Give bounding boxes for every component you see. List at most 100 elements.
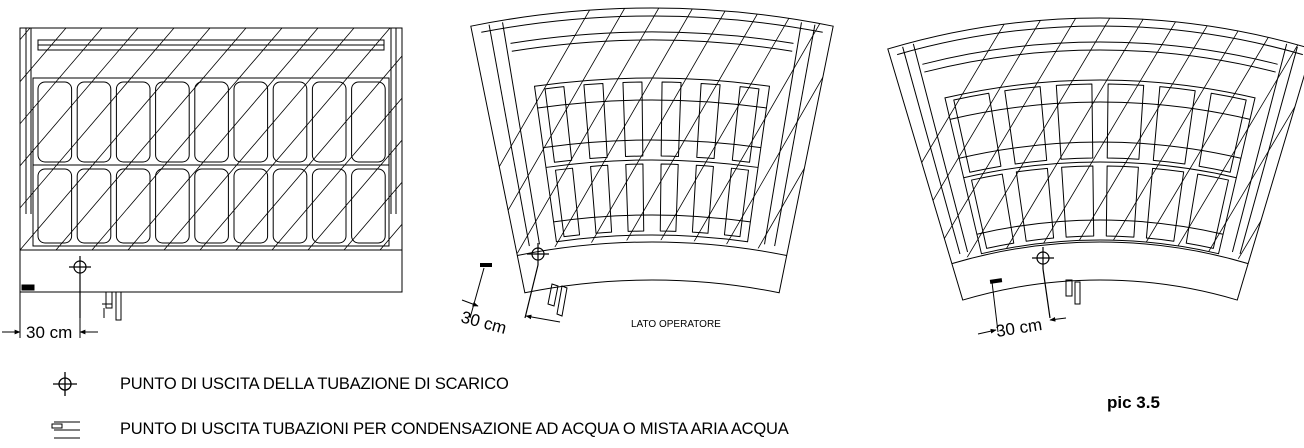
hatch-line	[1031, 17, 1213, 262]
hatch-line	[163, 28, 355, 250]
pan	[76, 81, 112, 163]
hatch-line	[1099, 17, 1281, 262]
pan	[272, 81, 308, 163]
dimension-line-3	[977, 281, 1067, 335]
pipe-legend-icon	[51, 421, 80, 439]
dimension-label-1: 30 cm	[26, 323, 72, 342]
pan	[115, 81, 151, 163]
rib	[976, 219, 1224, 235]
hatch-line	[1065, 17, 1247, 262]
hatch-line	[648, 8, 830, 254]
pan	[971, 173, 1015, 249]
pan	[194, 81, 229, 163]
pan	[731, 86, 760, 163]
pan	[659, 163, 679, 232]
hatch-line	[470, 8, 626, 254]
shelf-edge	[510, 31, 794, 44]
hatch-line	[478, 8, 660, 254]
pan	[1015, 167, 1055, 242]
shelf-edge	[924, 49, 1276, 73]
hatch-line	[199, 28, 391, 250]
pan	[1198, 92, 1247, 173]
glass-hatch-curved-medium	[470, 8, 1101, 320]
side-post	[764, 22, 802, 245]
front-edge	[951, 241, 1249, 265]
pan	[583, 82, 608, 160]
water-pipes-3	[1065, 279, 1081, 305]
pan-divider	[963, 161, 1237, 179]
pan	[590, 164, 613, 234]
hatch-line	[91, 28, 283, 250]
shelf-edge	[511, 39, 793, 52]
pan	[272, 168, 308, 244]
hatch-line	[895, 17, 1077, 262]
pan	[115, 168, 151, 244]
side-post	[912, 43, 969, 253]
drain-legend-icon	[53, 372, 77, 396]
pan	[1055, 83, 1094, 160]
glass-hatch-straight	[20, 28, 402, 250]
hatch-line	[887, 17, 1009, 262]
pan	[233, 168, 269, 244]
pan	[1004, 86, 1048, 165]
hatch-line	[127, 28, 319, 250]
cabinet-curved-medium	[470, 7, 834, 294]
hatch-line	[20, 28, 175, 209]
hatch-line	[963, 17, 1145, 262]
dimension-line-2	[461, 267, 561, 323]
rib	[958, 141, 1242, 159]
pan	[696, 82, 721, 160]
drain-symbol-2	[524, 243, 549, 319]
water-pipes-2	[547, 283, 568, 317]
hatch-line	[1167, 17, 1304, 262]
pan	[233, 81, 269, 163]
pan	[311, 81, 347, 163]
hatch-line	[235, 55, 402, 250]
drain-symbol-3	[1032, 247, 1054, 319]
legend-drain-text: PUNTO DI USCITA DELLA TUBAZIONE DI SCARI…	[120, 375, 509, 393]
cabinet-outline	[470, 7, 834, 294]
pan	[311, 168, 347, 244]
hatch-line	[887, 17, 1043, 262]
hatch-line	[20, 28, 139, 167]
front-edge	[517, 241, 787, 257]
side-post	[774, 24, 816, 247]
water-pipes-1	[102, 291, 122, 321]
side-post	[1231, 43, 1288, 253]
pan	[76, 168, 112, 244]
hatch-line	[921, 8, 1101, 320]
dimension-label-3: 30 cm	[995, 315, 1044, 341]
hatch-line	[997, 17, 1179, 262]
hatch-line	[55, 28, 247, 250]
pan	[622, 81, 644, 157]
hatch-line	[20, 28, 67, 83]
hatch-line	[929, 17, 1111, 262]
drain-symbol-1	[69, 256, 91, 318]
hatch-line	[1133, 17, 1304, 262]
hatch-line	[20, 28, 211, 250]
pan	[194, 168, 229, 244]
hatch-line	[546, 8, 728, 254]
legend-water-text: PUNTO DI USCITA TUBAZIONI PER CONDENSAZI…	[120, 420, 789, 438]
pan	[723, 167, 750, 238]
bracket-mark-2	[480, 263, 492, 267]
hatch-line	[818, 8, 834, 254]
pan	[37, 81, 73, 163]
side-post	[488, 24, 530, 247]
dimension-label-2: 30 cm	[459, 308, 509, 338]
side-post	[502, 22, 540, 245]
pan	[953, 92, 1002, 173]
dimension-line-1	[2, 292, 98, 338]
hatch-line	[512, 8, 694, 254]
rib	[537, 99, 767, 109]
pans-curved-wide	[953, 83, 1247, 249]
cabinet-curved-wide	[887, 17, 1304, 301]
hatch-line	[1235, 17, 1304, 262]
hatch-line	[716, 8, 834, 254]
pan	[1145, 167, 1185, 242]
pan	[351, 81, 386, 163]
pan-divider	[545, 159, 759, 168]
hatch-line	[784, 8, 834, 254]
hatch-line	[887, 8, 1067, 320]
pan-frame	[944, 79, 1256, 255]
